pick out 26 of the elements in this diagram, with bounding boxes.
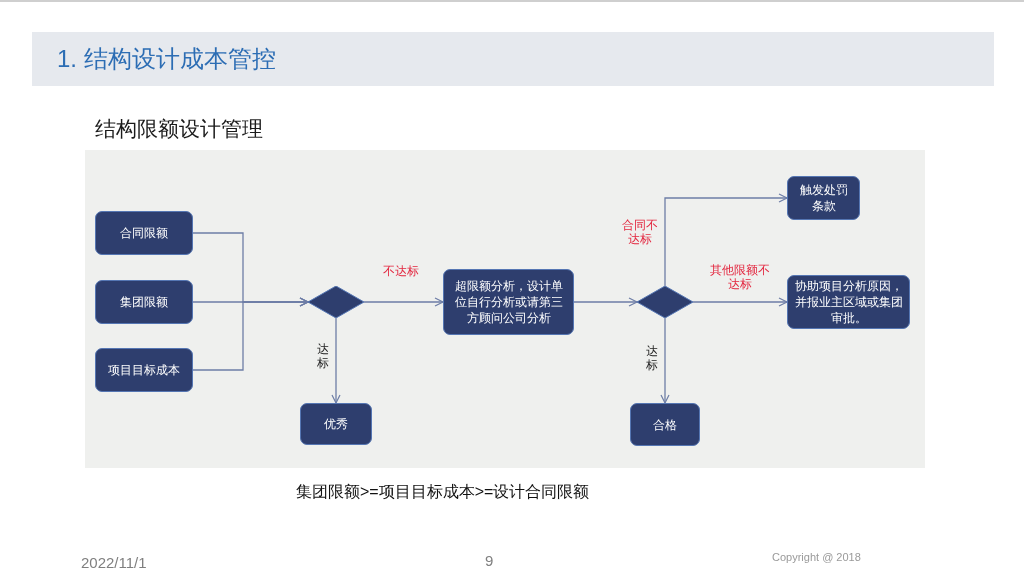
copyright-text: Copyright @ 2018 bbox=[772, 551, 861, 564]
arrow bbox=[692, 297, 788, 307]
process-box: 合同限额 bbox=[95, 211, 193, 255]
process-box: 集团限额 bbox=[95, 280, 193, 324]
process-box: 合格 bbox=[630, 403, 700, 446]
slide-title: 1. 结构设计成本管控 bbox=[57, 46, 276, 72]
edge-label: 合同不达标 bbox=[620, 218, 660, 246]
arrow bbox=[331, 317, 341, 404]
arrow bbox=[660, 317, 670, 404]
date-text: 2022/11/1 bbox=[81, 554, 147, 572]
arrow bbox=[573, 297, 638, 307]
process-box: 优秀 bbox=[300, 403, 372, 445]
section-heading: 结构限额设计管理 bbox=[95, 116, 263, 141]
process-box: 协助项目分析原因，并报业主区域或集团审批。 bbox=[787, 275, 910, 329]
edge-label: 不达标 bbox=[381, 264, 421, 278]
arrow bbox=[664, 193, 788, 287]
process-box: 项目目标成本 bbox=[95, 348, 193, 392]
edge-label: 达标 bbox=[645, 344, 659, 372]
edge-label: 达标 bbox=[316, 342, 330, 370]
formula-note: 集团限额>=项目目标成本>=设计合同限额 bbox=[296, 483, 590, 501]
arrow bbox=[363, 297, 444, 307]
page-number: 9 bbox=[485, 552, 494, 570]
process-box: 超限额分析，设计单位自行分析或请第三方顾问公司分析 bbox=[443, 269, 574, 335]
edge-label: 其他限额不达标 bbox=[708, 263, 772, 291]
arrow bbox=[192, 297, 309, 371]
process-box: 触发处罚条款 bbox=[787, 176, 860, 220]
